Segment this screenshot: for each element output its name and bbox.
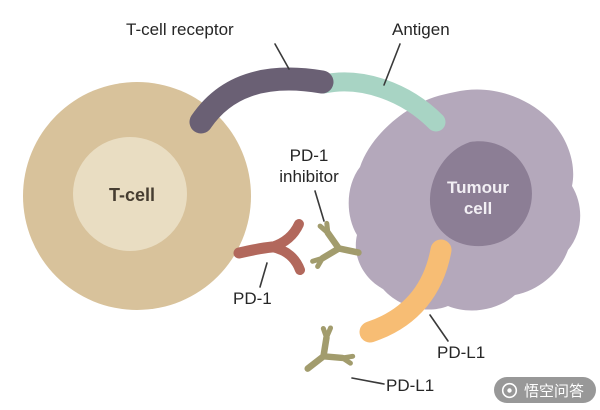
label-tumour-cell: Tumour cell bbox=[446, 178, 509, 218]
label-t-cell-receptor: T-cell receptor bbox=[126, 20, 234, 39]
pd1-stem bbox=[233, 241, 278, 259]
tumour-cell-inner-region bbox=[429, 141, 532, 247]
antigen-connector-line bbox=[383, 43, 401, 86]
label-antigen: Antigen bbox=[392, 20, 450, 39]
pd1-inhibitor-antibody bbox=[310, 220, 362, 269]
pdl1-antibody bbox=[304, 325, 356, 372]
watermark-badge: 悟空问答 bbox=[493, 377, 596, 403]
pd1-lower-arm bbox=[267, 242, 305, 275]
t-cell-inner-region bbox=[73, 137, 187, 251]
antibody-right-fork bbox=[340, 353, 356, 366]
label-pd1: PD-1 bbox=[233, 289, 272, 308]
label-pdl1-lower: PD-L1 bbox=[386, 376, 435, 395]
label-pdl1-upper: PD-L1 bbox=[437, 343, 486, 362]
antigen-shape bbox=[314, 72, 446, 132]
antibody-left-fork bbox=[320, 325, 334, 340]
pdl1-ligand-shape bbox=[359, 239, 452, 343]
antibody-right-fork bbox=[317, 220, 331, 236]
label-pd1-inhibitor: PD-1 inhibitor bbox=[279, 146, 339, 186]
antibody-heavy-chain bbox=[304, 334, 346, 372]
label-t-cell: T-cell bbox=[108, 185, 156, 205]
antibody-heavy-chain bbox=[319, 229, 362, 262]
wukong-logo-icon bbox=[501, 382, 518, 399]
pdl1-upper-connector-line bbox=[429, 314, 449, 342]
pd1-connector-line bbox=[259, 262, 268, 288]
watermark-text: 悟空问答 bbox=[523, 382, 584, 400]
antibody-left-fork bbox=[310, 255, 325, 269]
pdl1-lower-connector-line bbox=[351, 377, 385, 385]
label-connector-lines bbox=[259, 43, 449, 385]
t-cell-receptor-connector-line bbox=[274, 43, 290, 70]
pd1-inhibitor-connector-line bbox=[314, 190, 325, 222]
t-cell-receptor-shape bbox=[189, 67, 334, 134]
pd1-receptor-shape bbox=[233, 219, 305, 275]
